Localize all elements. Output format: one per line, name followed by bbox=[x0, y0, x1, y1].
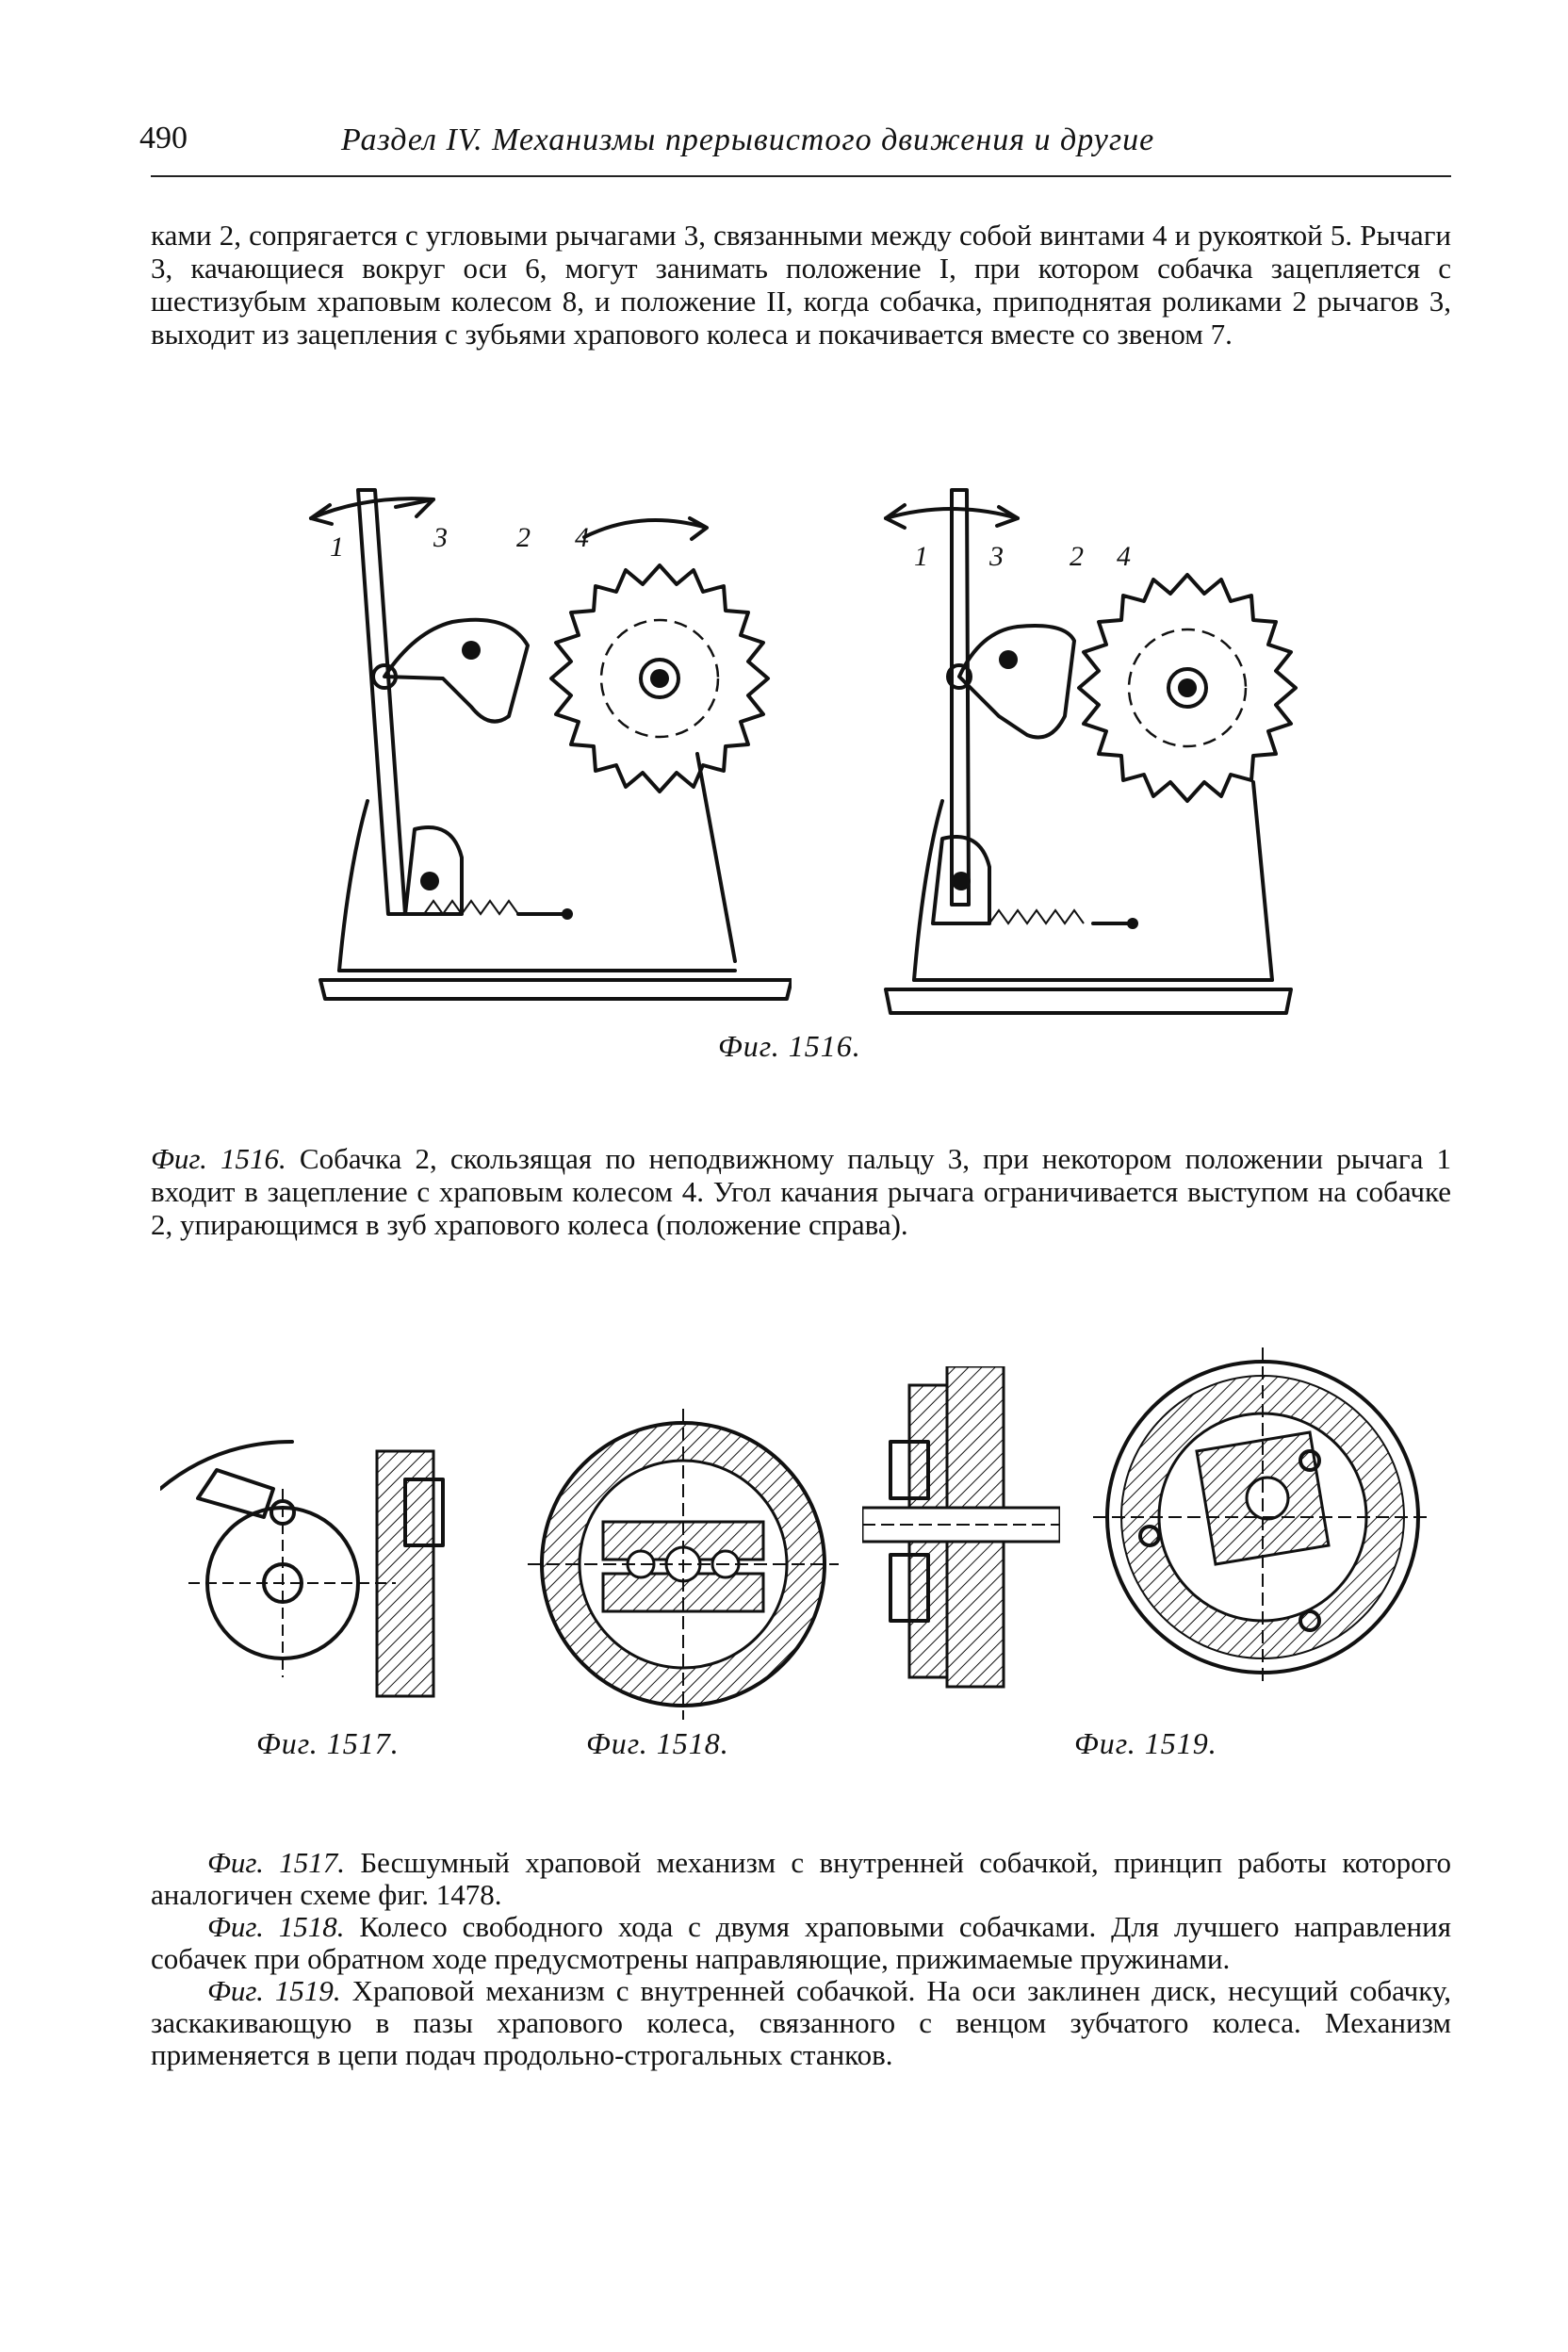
fig-1517-caption: Фиг. 1517. bbox=[256, 1726, 400, 1760]
fig-1518-caption: Фиг. 1518. bbox=[586, 1726, 729, 1760]
fig-1517-drawing bbox=[160, 1423, 462, 1706]
fig-1518-description: Фиг. 1518. Колесо свободного хода с двум… bbox=[151, 1911, 1451, 1975]
fig1516-left-label-2: 2 bbox=[516, 522, 531, 553]
fig1516-right-label-1: 1 bbox=[914, 541, 928, 572]
fig-1516-description-label: Фиг. 1516. bbox=[151, 1142, 286, 1175]
fig-1517-description: Фиг. 1517. Бесшумный храповой механизм с… bbox=[151, 1847, 1451, 1911]
intro-paragraph: ками 2, сопрягается с угловыми рычагами … bbox=[151, 219, 1451, 351]
fig-1516-description: Фиг. 1516. Собачка 2, скользящая по непо… bbox=[151, 1142, 1451, 1241]
fig1516-right-label-3: 3 bbox=[988, 541, 1004, 572]
running-title: Раздел IV. Механизмы прерывистого движен… bbox=[341, 122, 1155, 157]
fig1516-left-label-4: 4 bbox=[575, 522, 589, 553]
fig-1519-front-drawing bbox=[1093, 1348, 1432, 1687]
fig1516-right-label-2: 2 bbox=[1070, 541, 1084, 572]
fig-1517-description-text: Бесшумный храповой механизм с внутренней… bbox=[151, 1846, 1452, 1911]
fig-1519-section-drawing bbox=[862, 1366, 1060, 1696]
fig-1519-description: Фиг. 1519. Храповой механизм с внутренне… bbox=[151, 1975, 1451, 2071]
fig-1516-left-drawing: 1 3 2 4 bbox=[302, 471, 792, 1018]
header-rule bbox=[151, 175, 1451, 177]
fig-1518-description-label: Фиг. 1518. bbox=[207, 1910, 345, 1943]
fig1516-right-label-4: 4 bbox=[1117, 541, 1131, 572]
fig-1516-caption: Фиг. 1516. bbox=[718, 1029, 861, 1063]
page-number: 490 bbox=[139, 121, 188, 155]
fig-1519-caption: Фиг. 1519. bbox=[1074, 1726, 1217, 1760]
fig-1518-description-text: Колесо свободного хода с двумя храповыми… bbox=[151, 1910, 1451, 1975]
fig1516-left-label-1: 1 bbox=[330, 531, 344, 563]
fig-1516-right-drawing: 1 3 2 4 bbox=[876, 471, 1310, 1018]
fig-1519-description-text: Храповой механизм с внутренней собачкой.… bbox=[151, 1974, 1451, 2071]
fig-1517-description-label: Фиг. 1517. bbox=[207, 1846, 345, 1879]
fig-1519-description-label: Фиг. 1519. bbox=[207, 1974, 341, 2007]
fig-1516-description-text: Собачка 2, скользящая по неподвижному па… bbox=[151, 1142, 1451, 1241]
fig-descriptions: Фиг. 1517. Бесшумный храповой механизм с… bbox=[151, 1847, 1451, 2071]
fig1516-left-label-3: 3 bbox=[433, 522, 448, 553]
fig-1518-drawing bbox=[528, 1409, 839, 1720]
